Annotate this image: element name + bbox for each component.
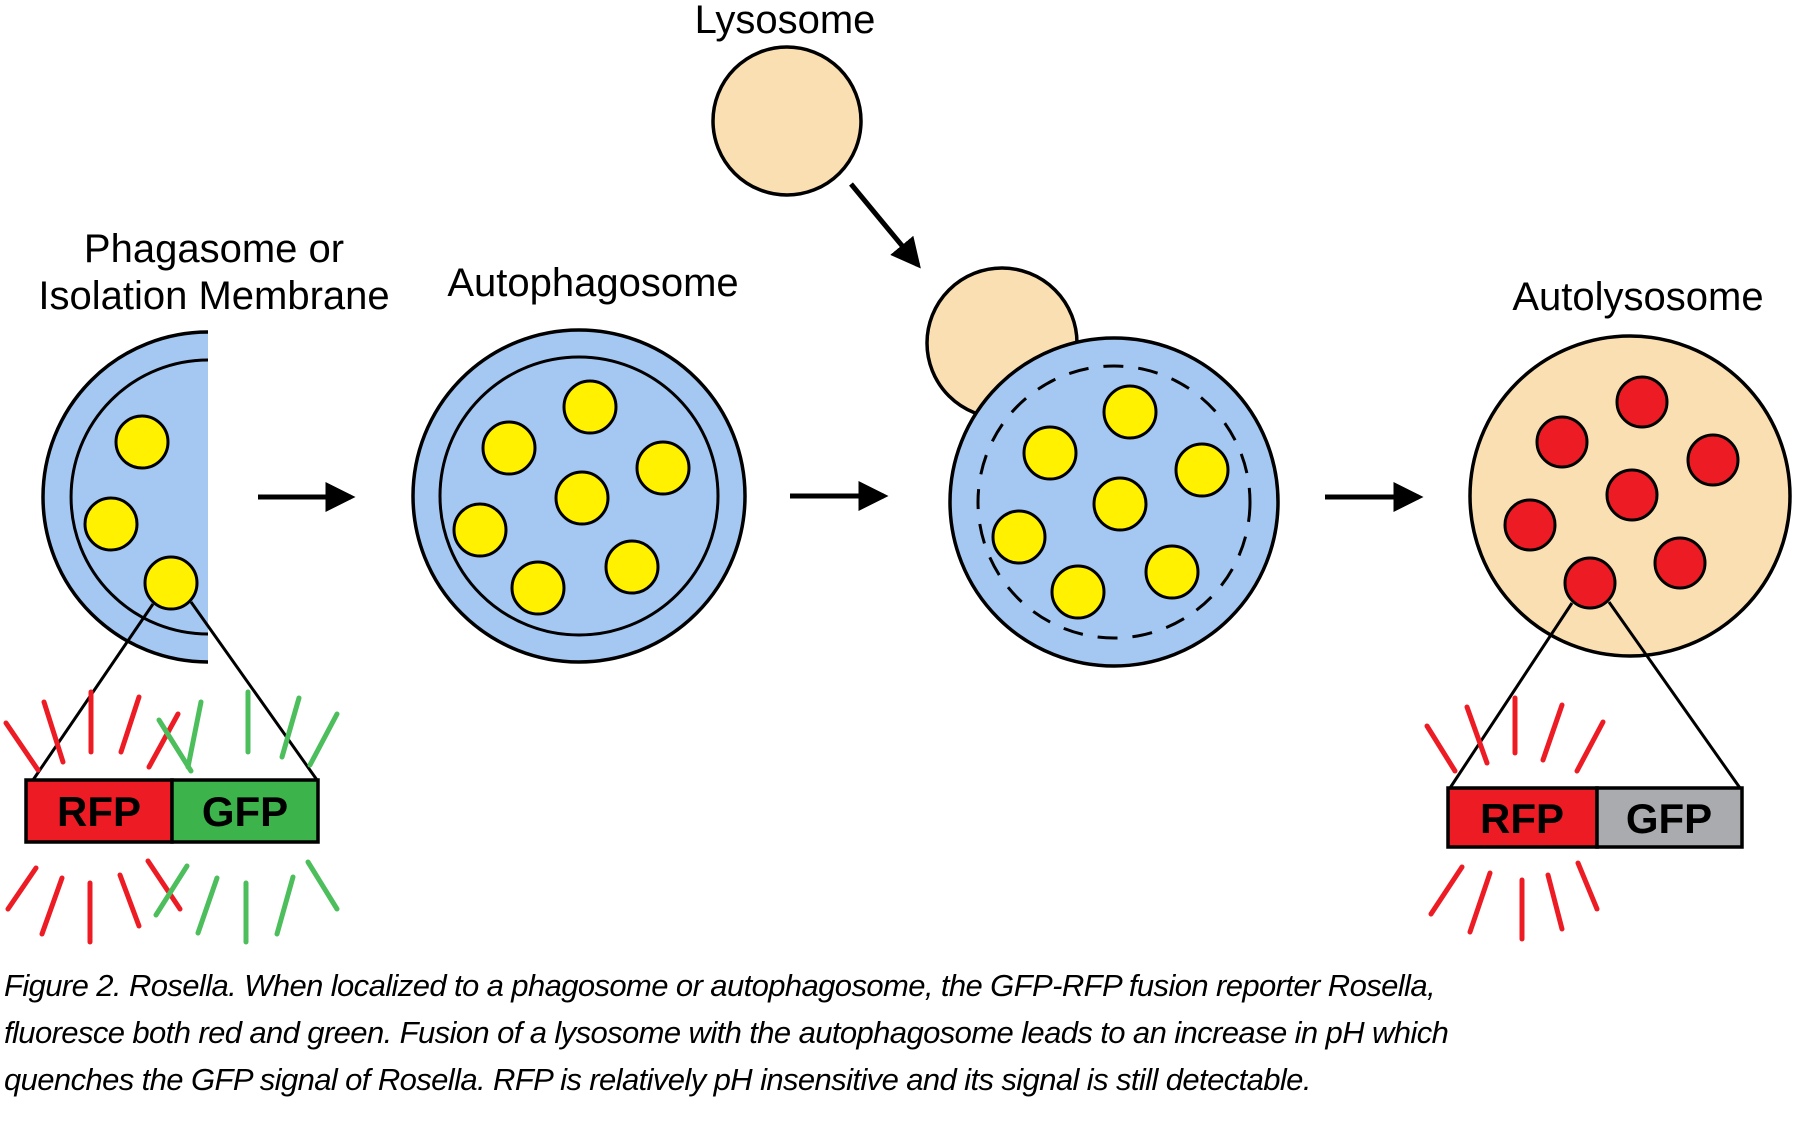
fusion-inner-membrane-dashed xyxy=(976,364,1252,640)
figure-caption: Figure 2. Rosella. When localized to a p… xyxy=(4,962,1796,1103)
autophagosome-inner-membrane xyxy=(438,355,720,637)
cargo-dot xyxy=(114,414,170,470)
caption-line-1: Figure 2. Rosella. When localized to a p… xyxy=(4,968,1436,1003)
caption-line-2: fluoresce both red and green. Fusion of … xyxy=(4,1015,1449,1050)
cargo-dot xyxy=(991,509,1047,565)
cargo-dot xyxy=(554,470,610,526)
red-fluorescence-rays xyxy=(5,858,183,945)
green-fluorescence-rays xyxy=(156,689,340,774)
phagasome-outer-membrane xyxy=(41,330,209,664)
phagasome-label-line1: Phagasome or xyxy=(84,227,344,271)
cargo-dot xyxy=(1092,476,1148,532)
cargo-dot-acidified xyxy=(1503,498,1557,552)
autolysosome-vesicle xyxy=(1468,334,1792,658)
cargo-dot xyxy=(143,555,199,611)
phagasome-label-line2: Isolation Membrane xyxy=(38,274,389,318)
rfp-box xyxy=(24,778,174,844)
phagasome-vesicle xyxy=(41,330,209,664)
gfp-label: GFP xyxy=(1626,795,1712,842)
rosella-reporter-quenched: RFP GFP xyxy=(1424,695,1744,942)
fusion-vesicle xyxy=(925,266,1280,668)
arrow-lysosome-to-fusion xyxy=(849,182,921,269)
cargo-dot xyxy=(510,560,566,616)
cargo-dot-acidified xyxy=(1605,468,1659,522)
cargo-dot xyxy=(1174,442,1230,498)
cargo-dot-acidified xyxy=(1653,536,1707,590)
cargo-dot xyxy=(562,379,618,435)
cargo-dot-acidified xyxy=(1563,556,1617,610)
autophagosome-label: Autophagosome xyxy=(447,261,738,305)
autophagosome-vesicle xyxy=(411,328,747,664)
cargo-dot xyxy=(83,496,139,552)
cargo-dot xyxy=(452,502,508,558)
cargo-dot xyxy=(1022,425,1078,481)
callout-line-right-b xyxy=(1607,601,1742,789)
autolysosome-label: Autolysosome xyxy=(1512,275,1763,319)
callout-line-right-a xyxy=(1448,602,1574,789)
cargo-dot xyxy=(1102,384,1158,440)
callout-line-left-b xyxy=(189,601,319,781)
figure-canvas: Lysosome Phagasome or Isolation Membrane… xyxy=(3,0,1792,945)
cargo-dot-acidified xyxy=(1615,375,1669,429)
phagasome-body xyxy=(43,332,208,662)
red-fluorescence-rays xyxy=(1428,860,1600,942)
red-fluorescence-rays xyxy=(1424,695,1606,774)
lysosome-label: Lysosome xyxy=(695,0,876,42)
cargo-dot xyxy=(1144,544,1200,600)
phagasome-inner-membrane xyxy=(69,358,209,636)
rfp-label: RFP xyxy=(57,788,141,835)
rfp-label: RFP xyxy=(1480,795,1564,842)
gfp-box-quenched xyxy=(1595,786,1744,849)
cargo-dot xyxy=(1050,564,1106,620)
caption-line-3: quenches the GFP signal of Rosella. RFP … xyxy=(4,1062,1311,1097)
green-fluorescence-rays xyxy=(153,859,340,945)
gfp-label: GFP xyxy=(202,788,288,835)
cargo-dot xyxy=(481,420,537,476)
cargo-dot xyxy=(604,539,660,595)
cargo-dot-acidified xyxy=(1686,433,1740,487)
rfp-box xyxy=(1446,786,1599,849)
cargo-dot-acidified xyxy=(1535,415,1589,469)
cargo-dot xyxy=(635,440,691,496)
red-fluorescence-rays xyxy=(3,689,181,773)
rosella-reporter-active: RFP GFP xyxy=(3,689,340,945)
lysosome-circle xyxy=(711,45,863,197)
gfp-box xyxy=(170,778,320,844)
